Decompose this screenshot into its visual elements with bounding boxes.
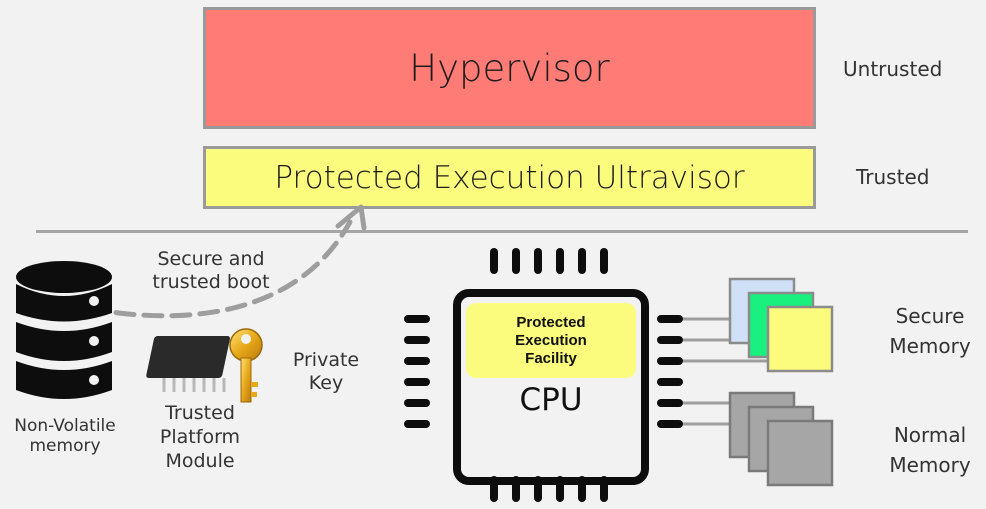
private-key-line2: Key [308, 372, 344, 394]
tpm-line1: Trusted [165, 402, 235, 424]
untrusted-label: Untrusted [843, 57, 943, 81]
ultravisor-box: Protected Execution Ultravisor [203, 146, 816, 209]
private-key-line1: Private [292, 349, 360, 371]
tpm-line3: Module [165, 450, 235, 472]
secure-memory-stack [728, 277, 834, 373]
tpm-line2: Platform [159, 426, 241, 448]
pef-line1: Protected [516, 313, 586, 331]
hypervisor-box: Hypervisor [203, 7, 816, 129]
secure-memory-line1: Secure [895, 304, 965, 328]
secure-boot-arrow [31, 204, 367, 319]
secure-memory-label: Secure Memory [874, 301, 986, 361]
cpu-label: CPU [519, 382, 583, 418]
secure-boot-line2: trusted boot [152, 271, 270, 293]
normal-memory-label: Normal Memory [874, 420, 986, 480]
trusted-label: Trusted [856, 165, 930, 189]
normal-memory-line1: Normal [893, 423, 967, 447]
private-key-icon [229, 328, 263, 403]
nvm-label: Non-Volatile memory [0, 416, 130, 456]
ultravisor-label: Protected Execution Ultravisor [274, 159, 745, 196]
nvm-line2: memory [29, 436, 101, 456]
normal-memory-stack [728, 391, 834, 487]
secure-boot-line1: Secure and [157, 248, 265, 270]
tpm-label: Trusted Platform Module [145, 401, 255, 473]
nvm-line1: Non-Volatile [14, 416, 116, 436]
normal-memory-line2: Memory [889, 453, 971, 477]
secure-memory-line2: Memory [889, 334, 971, 358]
hypervisor-label: Hypervisor [409, 46, 610, 90]
protected-execution-facility: Protected Execution Facility [466, 303, 636, 378]
pef-line3: Facility [525, 349, 577, 367]
database-icon [16, 261, 112, 399]
secure-boot-label: Secure and trusted boot [136, 248, 286, 294]
private-key-label: Private Key [276, 349, 376, 395]
pef-line2: Execution [515, 331, 587, 349]
trust-boundary-divider [36, 230, 968, 233]
tpm-chip-icon [146, 336, 231, 392]
